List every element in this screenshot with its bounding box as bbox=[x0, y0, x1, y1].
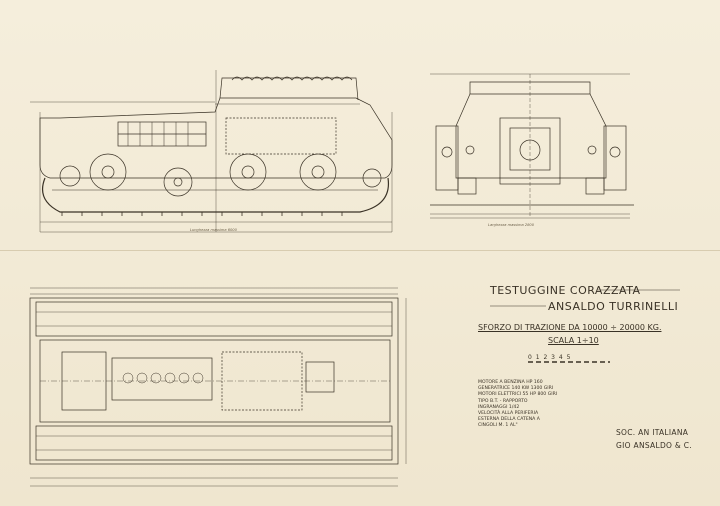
spec-item: INGRANAGGI 1/42 bbox=[478, 404, 520, 410]
spec-item: MOTORI ELETTRICI 55 HP 800 GIRI bbox=[478, 392, 558, 398]
drawing-title-line2: ANSALDO TURRINELLI bbox=[548, 300, 679, 313]
title-block-lines bbox=[490, 289, 680, 363]
spec-item: CINGOLI M. 1 AL" bbox=[478, 423, 518, 429]
maker-name-line2: GIO ANSALDO & C. bbox=[616, 441, 692, 450]
scale-bar-label: 0 1 2 3 4 5 bbox=[528, 354, 572, 361]
spec-list: MOTORE A BENZINA HP 160 GENERATRICE 140 … bbox=[478, 380, 557, 430]
drawing-title-line1: TESTUGGINE CORAZZATA bbox=[490, 284, 641, 297]
side-length-note: Lunghezza massima 6000 bbox=[190, 228, 237, 232]
side-view bbox=[30, 70, 393, 233]
spec-item: VELOCITÀ ALLA PERIFERIA bbox=[478, 411, 539, 417]
spec-item: ESTERNA DELLA CATENA A bbox=[478, 417, 540, 423]
traction-spec: SFORZO DI TRAZIONE DA 10000 ÷ 20000 KG. bbox=[478, 323, 662, 332]
front-view bbox=[430, 73, 634, 219]
spec-item: MOTORE A BENZINA HP 160 bbox=[478, 380, 543, 385]
maker-name-line1: SOC. AN ITALIANA bbox=[616, 428, 689, 437]
spec-item: GENERATRICE 140 KW 1300 GIRI bbox=[478, 386, 554, 392]
top-view bbox=[29, 287, 407, 487]
paper-fold bbox=[0, 250, 720, 251]
spec-item: TIPO B.T. - RAPPORTO bbox=[478, 398, 528, 404]
scale-label: SCALA 1÷10 bbox=[548, 336, 599, 345]
front-width-note: Larghezza massima 2800 bbox=[488, 223, 535, 227]
